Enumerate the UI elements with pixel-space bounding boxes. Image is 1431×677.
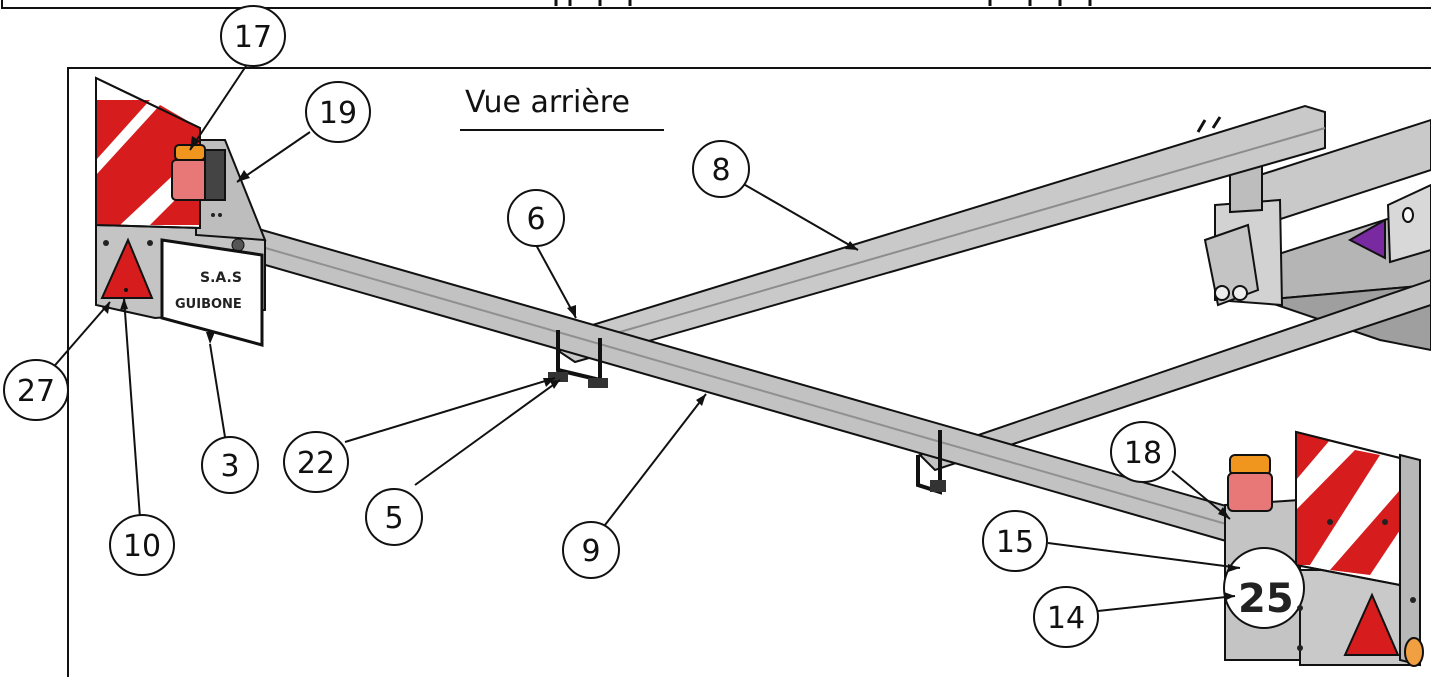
callout-10: 10 [109, 514, 175, 576]
callout-27: 27 [3, 359, 69, 421]
callout-17: 17 [220, 5, 286, 67]
callout-22-label: 22 [297, 446, 335, 481]
callout-17-label: 17 [234, 20, 272, 55]
callout-5: 5 [365, 488, 423, 546]
left-light-assembly: S.A.S GUIBONE [95, 76, 267, 347]
beam-8 [559, 104, 1326, 364]
plate-line1: S.A.S [200, 270, 242, 286]
view-title-text: Vue arrière [465, 85, 630, 120]
callout-6: 6 [507, 189, 565, 247]
callout-14: 14 [1033, 586, 1099, 648]
callout-22: 22 [283, 431, 349, 493]
callout-9: 9 [562, 521, 620, 579]
callout-19: 19 [305, 81, 371, 143]
u-bolt-clamp-right [916, 430, 946, 495]
leader-lines [49, 65, 1241, 612]
plate-line2: GUIBONE [175, 297, 242, 312]
lower-beam [918, 278, 1431, 472]
callout-18-label: 18 [1124, 436, 1162, 471]
callout-10-label: 10 [123, 529, 161, 564]
callout-18: 18 [1110, 421, 1176, 483]
leader-arrowheads [102, 136, 1240, 601]
callout-6-label: 6 [526, 202, 545, 237]
callout-3-label: 3 [220, 449, 239, 484]
callout-14-label: 14 [1047, 601, 1085, 636]
right-light-assembly: 25 [1223, 430, 1424, 667]
u-bolt-clamp [548, 330, 608, 388]
callout-3: 3 [201, 436, 259, 494]
view-title: Vue arrière [460, 85, 664, 131]
callout-27-label: 27 [17, 374, 55, 409]
callout-15-label: 15 [996, 525, 1034, 560]
callout-19-label: 19 [319, 96, 357, 131]
callout-15: 15 [982, 510, 1048, 572]
callout-5-label: 5 [384, 501, 403, 536]
speed-disc-text: 25 [1238, 576, 1294, 622]
callout-9-label: 9 [581, 534, 600, 569]
callout-8-label: 8 [711, 153, 730, 188]
callout-8: 8 [692, 140, 750, 198]
